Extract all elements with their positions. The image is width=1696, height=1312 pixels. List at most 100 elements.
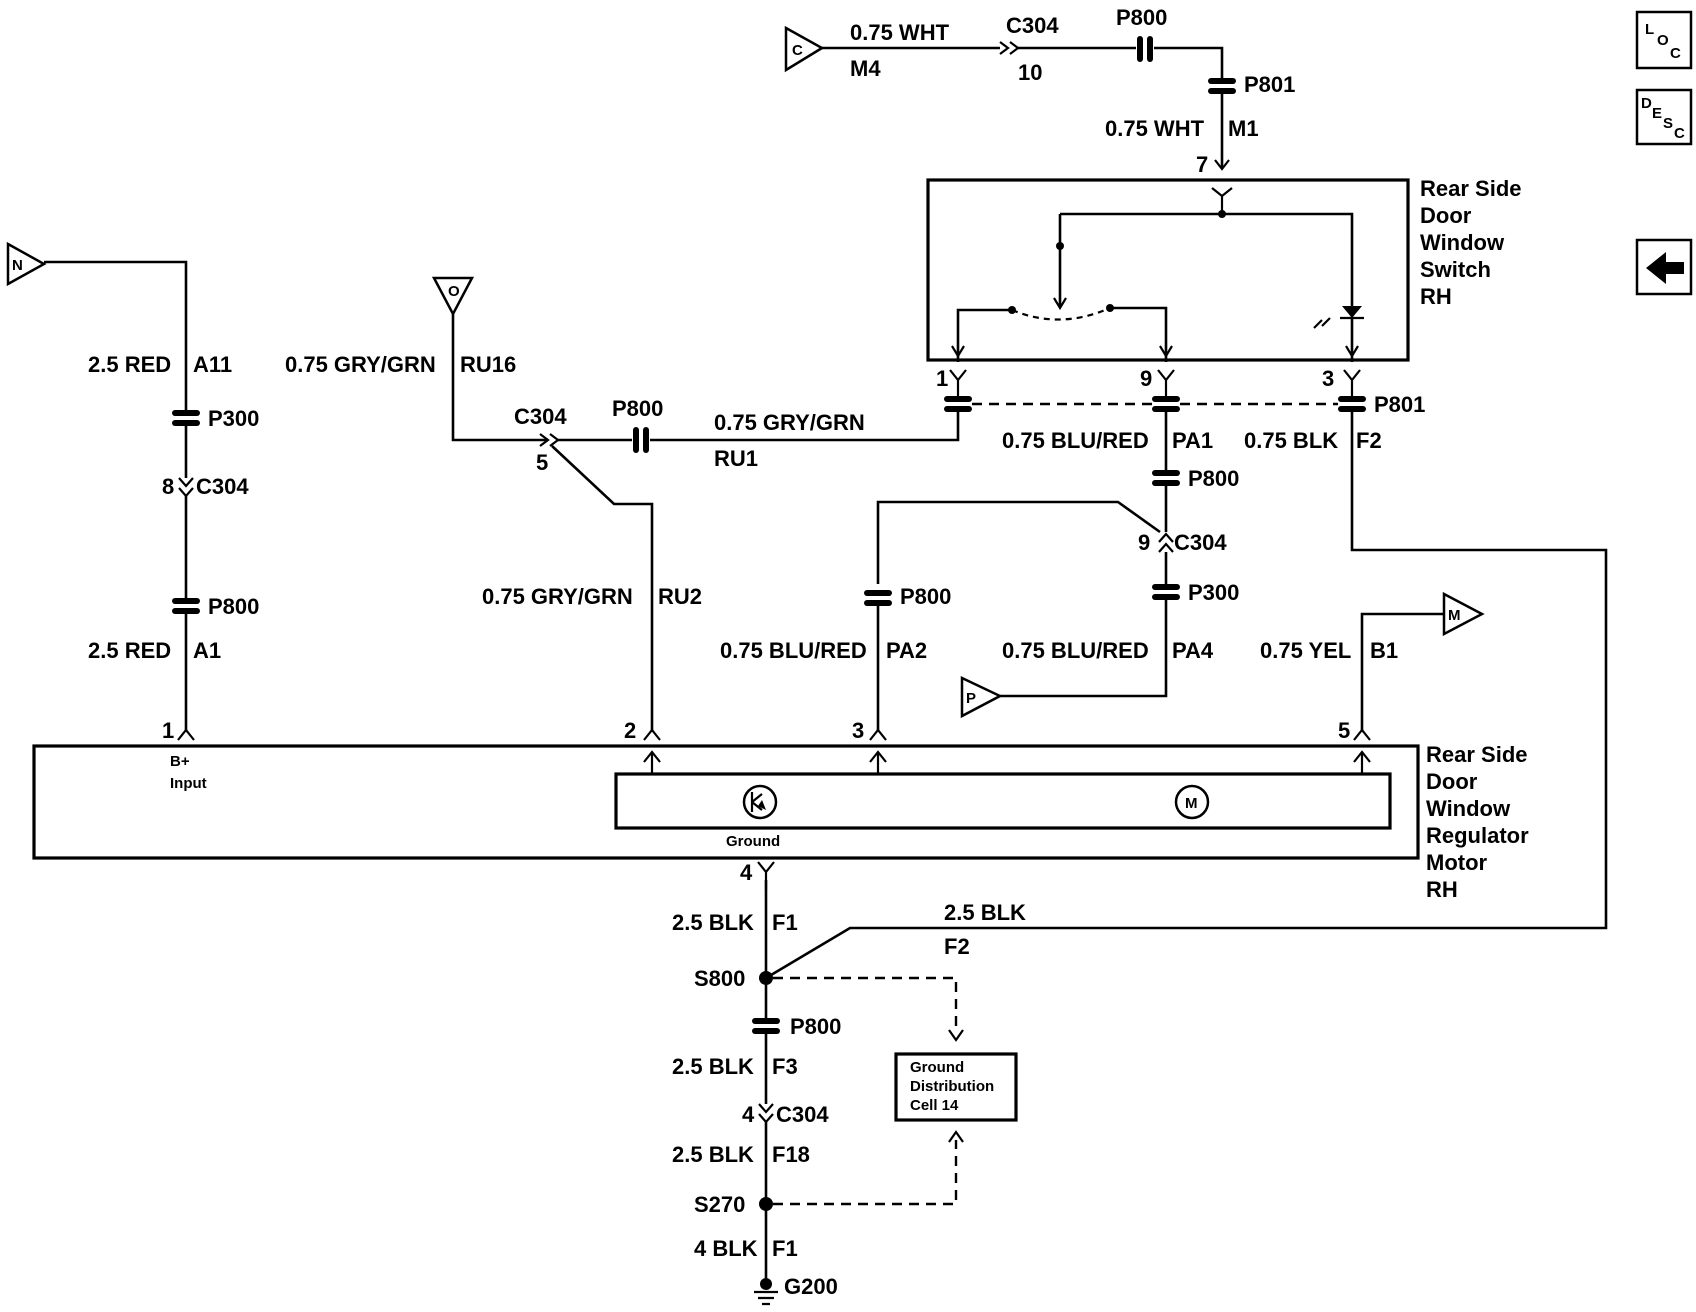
circuit-ru16-label: RU16 xyxy=(460,352,516,377)
conn-c304-top: C304 xyxy=(1006,13,1059,38)
switch-title: Rear Side Door Window Switch RH xyxy=(1420,176,1528,309)
ru-conn-c304: C304 xyxy=(514,404,567,429)
window-regulator-motor: M xyxy=(32,744,1420,860)
circuit-f18-label: F18 xyxy=(772,1142,810,1167)
desc-c: C xyxy=(1674,125,1685,142)
pa-pin-3: 3 xyxy=(852,718,864,743)
loc-c: C xyxy=(1670,45,1681,62)
pin-10-label: 10 xyxy=(1018,60,1042,85)
ru-pin-2: 2 xyxy=(624,718,636,743)
switch-pin-3: 3 xyxy=(1322,366,1334,391)
pa-conn-p800-left: P800 xyxy=(900,584,951,609)
circuit-b1-label: B1 xyxy=(1370,638,1398,663)
motor-icon xyxy=(1174,784,1210,820)
ref-c-label: C xyxy=(792,42,803,59)
circuit-m1-label: M1 xyxy=(1228,116,1259,141)
ref-c[interactable]: C xyxy=(784,25,825,73)
circuit-f1b-label: F1 xyxy=(772,1236,798,1261)
ref-o-label: O xyxy=(448,283,460,300)
circuit-ru2-label: RU2 xyxy=(658,584,702,609)
splice-s270-label: S270 xyxy=(694,1192,745,1217)
wire-f18-label: 2.5 BLK xyxy=(672,1142,754,1167)
motor-b-plus: B+ xyxy=(170,753,190,770)
wire-a1-label: 2.5 RED xyxy=(88,638,171,663)
circuit-m4-label: M4 xyxy=(850,56,881,81)
ref-p[interactable]: P xyxy=(960,676,1003,719)
motor-symbol: M xyxy=(1185,795,1198,812)
ref-n-label: N xyxy=(12,257,23,274)
wire-ru2-label: 0.75 GRY/GRN xyxy=(482,584,633,609)
ru-conn-p800: P800 xyxy=(612,396,663,421)
conn-p800-top: P800 xyxy=(1116,5,1167,30)
wire-ru1-label: 0.75 GRY/GRN xyxy=(714,410,865,435)
switch-pin-9: 9 xyxy=(1140,366,1152,391)
circuit-pa2-label: PA2 xyxy=(886,638,927,663)
wire-wht-m1-label: 0.75 WHT xyxy=(1105,116,1205,141)
switch-conn-p801: P801 xyxy=(1374,392,1425,417)
conn-p801-top: P801 xyxy=(1244,72,1295,97)
pa-conn-p300: P300 xyxy=(1188,580,1239,605)
circuit-f1-label: F1 xyxy=(772,910,798,935)
circuit-f2-gnd-label: F2 xyxy=(944,934,970,959)
wire-wht-label: 0.75 WHT xyxy=(850,20,950,45)
left-pin-8: 8 xyxy=(162,474,174,499)
wire-pa4-label: 0.75 BLU/RED xyxy=(1002,638,1149,663)
motor-input: Input xyxy=(170,775,207,792)
transistor-icon xyxy=(742,784,778,820)
ground-g200-label: G200 xyxy=(784,1274,838,1299)
left-pin-1: 1 xyxy=(162,718,174,743)
right-pin-5: 5 xyxy=(1338,718,1350,743)
wire-f3-label: 2.5 BLK xyxy=(672,1054,754,1079)
circuit-ru1-label: RU1 xyxy=(714,446,758,471)
desc-button[interactable]: D E S C xyxy=(1635,88,1693,146)
desc-s: S xyxy=(1663,115,1673,132)
loc-button[interactable]: L O C xyxy=(1635,10,1693,70)
ref-m[interactable]: M xyxy=(1442,591,1485,637)
circuit-f2-label: F2 xyxy=(1356,428,1382,453)
ground-pin-4b: 4 xyxy=(742,1102,755,1127)
motor-title: Rear Side Door Window Regulator Motor RH xyxy=(1426,742,1535,902)
left-conn-p800: P800 xyxy=(208,594,259,619)
ref-p-label: P xyxy=(966,690,976,707)
ru-pin-5: 5 xyxy=(536,450,548,475)
circuit-a1-label: A1 xyxy=(193,638,221,663)
wire-f1-label: 2.5 BLK xyxy=(672,910,754,935)
wire-f1b-label: 4 BLK xyxy=(694,1236,758,1261)
ground-distribution-box[interactable]: Ground Distribution Cell 14 xyxy=(894,1052,1018,1122)
pa-conn-p800-top: P800 xyxy=(1188,466,1239,491)
switch-pin-1: 1 xyxy=(936,366,948,391)
pa-pin-9: 9 xyxy=(1138,530,1150,555)
ref-o[interactable]: O xyxy=(431,276,475,317)
desc-d: D xyxy=(1641,95,1652,112)
splice-s800-label: S800 xyxy=(694,966,745,991)
ground-conn-c304: C304 xyxy=(776,1102,829,1127)
window-switch xyxy=(926,178,1410,362)
pin-7-label: 7 xyxy=(1196,152,1208,177)
ground-pin-4: 4 xyxy=(740,860,753,885)
wire-pa2-label: 0.75 BLU/RED xyxy=(720,638,867,663)
wire-a11-label: 2.5 RED xyxy=(88,352,171,377)
circuit-a11-label: A11 xyxy=(193,352,232,377)
ref-m-label: M xyxy=(1448,607,1461,624)
left-conn-p300: P300 xyxy=(208,406,259,431)
ref-n[interactable]: N xyxy=(6,241,47,287)
motor-ground: Ground xyxy=(726,833,780,850)
wire-b1-label: 0.75 YEL xyxy=(1260,638,1351,663)
wire-pa1-label: 0.75 BLU/RED xyxy=(1002,428,1149,453)
loc-o: O xyxy=(1657,32,1669,49)
back-arrow-icon xyxy=(1646,252,1684,284)
desc-e: E xyxy=(1652,105,1662,122)
ground-distribution-label: Ground Distribution Cell 14 xyxy=(910,1059,998,1114)
circuit-f3-label: F3 xyxy=(772,1054,798,1079)
ground-conn-p800: P800 xyxy=(790,1014,841,1039)
loc-l: L xyxy=(1645,21,1654,38)
left-conn-c304: C304 xyxy=(196,474,249,499)
back-arrow-button[interactable] xyxy=(1635,238,1693,296)
ground-symbol-icon xyxy=(754,1290,778,1306)
wire-f2-label: 0.75 BLK xyxy=(1244,428,1338,453)
wire-ru16-label: 0.75 GRY/GRN xyxy=(285,352,436,377)
circuit-pa1-label: PA1 xyxy=(1172,428,1213,453)
pa-conn-c304: C304 xyxy=(1174,530,1227,555)
circuit-pa4-label: PA4 xyxy=(1172,638,1214,663)
